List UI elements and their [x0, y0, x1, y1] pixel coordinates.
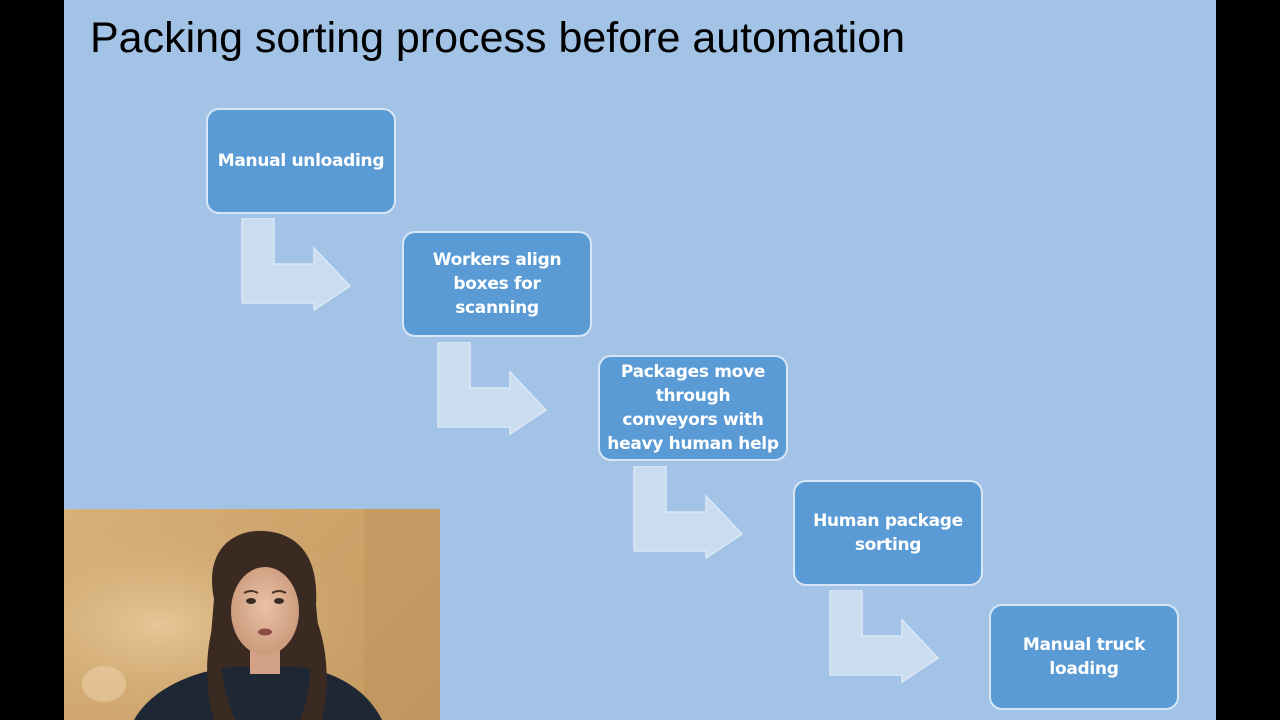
step-label: Workers align boxes for scanning	[432, 250, 562, 318]
bent-arrow-1	[241, 218, 352, 312]
step-box-packages-move: Packages move through conveyors with hea…	[598, 355, 788, 461]
step-label: Human package sorting	[813, 511, 963, 555]
step-label: Manual unloading	[217, 151, 385, 171]
slide-title: Packing sorting process before automatio…	[90, 14, 906, 62]
step-label: Manual truck loading	[1022, 635, 1146, 679]
step-box-workers-align: Workers align boxes for scanning	[402, 231, 592, 337]
step-box-manual-unloading: Manual unloading	[206, 108, 396, 214]
presenter-webcam-overlay	[64, 509, 440, 720]
bent-arrow-3	[633, 466, 744, 560]
presenter-video-frame	[64, 509, 440, 720]
bent-arrow-4	[829, 590, 940, 684]
step-box-truck-loading: Manual truck loading	[989, 604, 1179, 710]
bent-arrow-2	[437, 342, 548, 436]
step-box-human-sorting: Human package sorting	[793, 480, 983, 586]
step-label: Packages move through conveyors with hea…	[607, 362, 779, 454]
